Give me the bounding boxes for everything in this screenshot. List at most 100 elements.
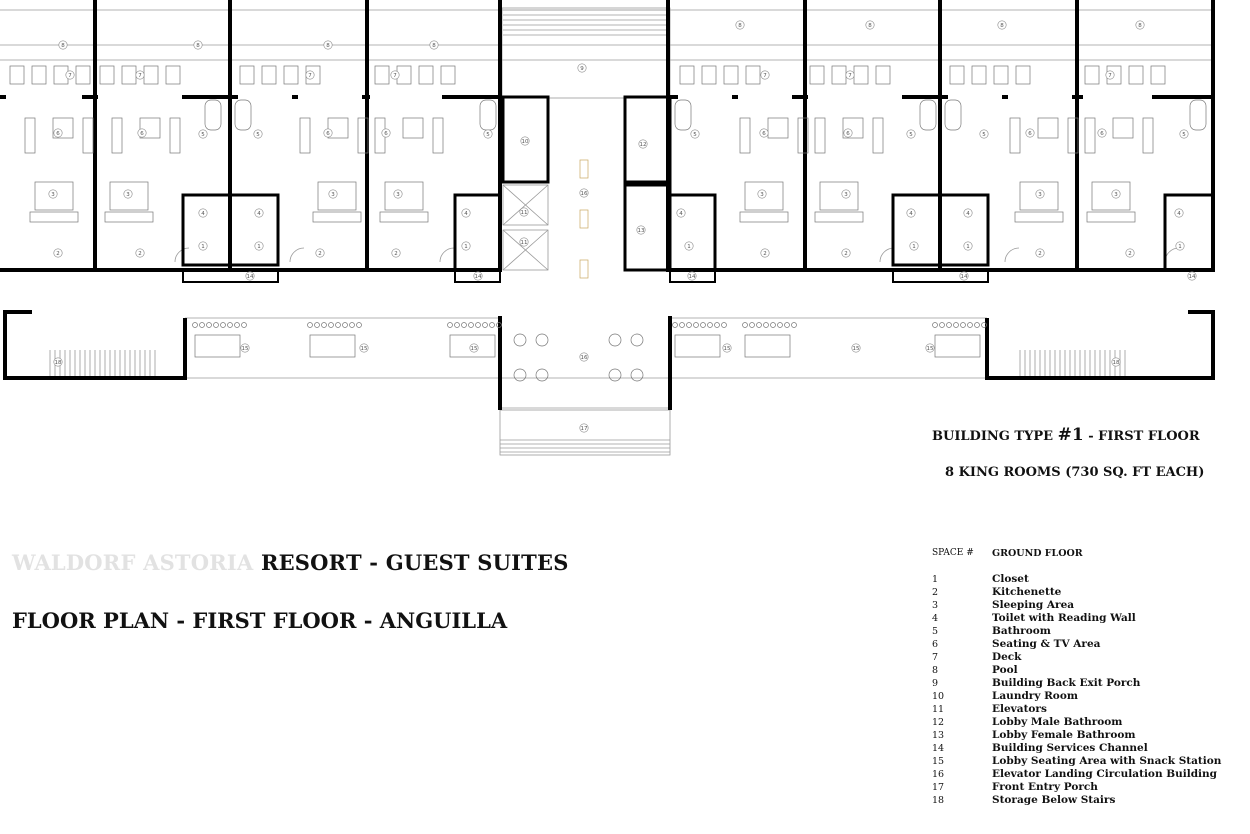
elevator-1 [502, 184, 549, 226]
room-tag-number: 7 [138, 73, 142, 79]
building-type-prefix: BUILDING TYPE [932, 429, 1054, 444]
coffee-table [767, 117, 789, 139]
room-tag-circle [841, 248, 851, 258]
room-tag-circle [253, 129, 263, 139]
room-tag-number: 8 [196, 43, 200, 49]
room-tag-circle [123, 189, 133, 199]
lobby-plant [742, 322, 748, 328]
legend-col-space: SPACE # [932, 548, 974, 558]
room-tag-circle [1111, 357, 1121, 367]
bed-bench [379, 211, 429, 223]
room-tag-number: 8 [1000, 23, 1004, 29]
room-tag-circle [48, 189, 58, 199]
room-tag-circle [390, 70, 400, 80]
room-tag-number: 7 [68, 73, 72, 79]
room-tag-circle [1035, 248, 1045, 258]
room-tag-number: 8 [738, 23, 742, 29]
room-tag-circle [1187, 271, 1197, 281]
bed-bench [739, 211, 789, 223]
lobby-bath-male [623, 95, 672, 184]
room-tag-circle [58, 40, 68, 50]
room-tag-number: 15 [361, 346, 368, 352]
room-tag-number: 5 [982, 132, 986, 138]
room-tag-circle [845, 70, 855, 80]
room-tag-number: 6 [140, 131, 144, 137]
title-block: WALDORF ASTORIA RESORT - GUEST SUITES FL… [12, 550, 569, 633]
room-tag-circle [198, 208, 208, 218]
front-porch [499, 409, 671, 456]
armchair [1009, 117, 1021, 154]
landing-bench [579, 259, 589, 279]
lobby-plant [454, 322, 460, 328]
room-tag-number: 14 [689, 274, 696, 280]
legend-item-number: 14 [932, 743, 945, 754]
armchair [82, 117, 94, 154]
lobby-plant [192, 322, 198, 328]
elevator-2 [502, 229, 549, 271]
room-tag-number: 6 [326, 131, 330, 137]
door-swing [174, 247, 190, 263]
room-tag-circle [757, 189, 767, 199]
armchair [872, 117, 884, 154]
deck-chair [949, 65, 965, 85]
lobby-plant [693, 322, 699, 328]
deck-chair [853, 65, 869, 85]
project-title: WALDORF ASTORIA RESORT - GUEST SUITES [12, 550, 569, 575]
room-tag-number: 15 [471, 346, 478, 352]
legend-item: 5 Bathroom [932, 625, 1221, 638]
legend-item-number: 10 [932, 691, 945, 702]
room-tag-circle [461, 208, 471, 218]
bed-bench [312, 211, 362, 223]
armchair [1142, 117, 1154, 154]
lobby-plant [349, 322, 355, 328]
bathtub [944, 99, 962, 131]
room-tag-number: 8 [868, 23, 872, 29]
room-tag-circle [1174, 208, 1184, 218]
lobby-plant [234, 322, 240, 328]
bath-core [668, 193, 717, 272]
room-tag-number: 4 [201, 211, 205, 217]
legend-item-number: 5 [932, 626, 939, 637]
bath-core [1163, 193, 1215, 272]
lobby-plant [939, 322, 945, 328]
room-tag-circle [53, 248, 63, 258]
legend-item-label: Bathroom [992, 625, 1051, 637]
plan-thin-linework [0, 7, 1215, 456]
room-tag-number: 2 [1128, 251, 1132, 257]
room-tag-number: 6 [1028, 131, 1032, 137]
lobby-plant [447, 322, 453, 328]
room-tag-number: 5 [486, 132, 490, 138]
legend-item-number: 4 [932, 613, 939, 624]
service-channel [892, 269, 989, 283]
legend-header: SPACE # GROUND FLOOR [932, 548, 1221, 559]
lounge-chair [608, 368, 622, 382]
service-channel [669, 269, 716, 283]
lobby-sofa [194, 334, 241, 358]
room-tag-number: 7 [393, 73, 397, 79]
room-tag-number: 1 [257, 244, 261, 250]
bath-core [181, 193, 280, 267]
building-type-suffix: - FIRST FLOOR [1088, 429, 1200, 444]
room-count: 8 KING ROOMS (730 SQ. FT EACH) [945, 465, 1205, 480]
room-tag-circle [997, 20, 1007, 30]
lobby-plant [475, 322, 481, 328]
room-tag-number: 18 [55, 360, 62, 366]
lobby-plant [777, 322, 783, 328]
room-tag-circle [1125, 248, 1135, 258]
elevator-x [502, 184, 549, 226]
legend-col-floor: GROUND FLOOR [992, 548, 1083, 559]
legend-item-label: Pool [992, 664, 1018, 676]
room-tag-number: 3 [1038, 192, 1042, 198]
room-tag-number: 16 [581, 355, 588, 361]
room-tag-circle [1035, 189, 1045, 199]
bed [744, 181, 784, 211]
deck-chair [440, 65, 456, 85]
